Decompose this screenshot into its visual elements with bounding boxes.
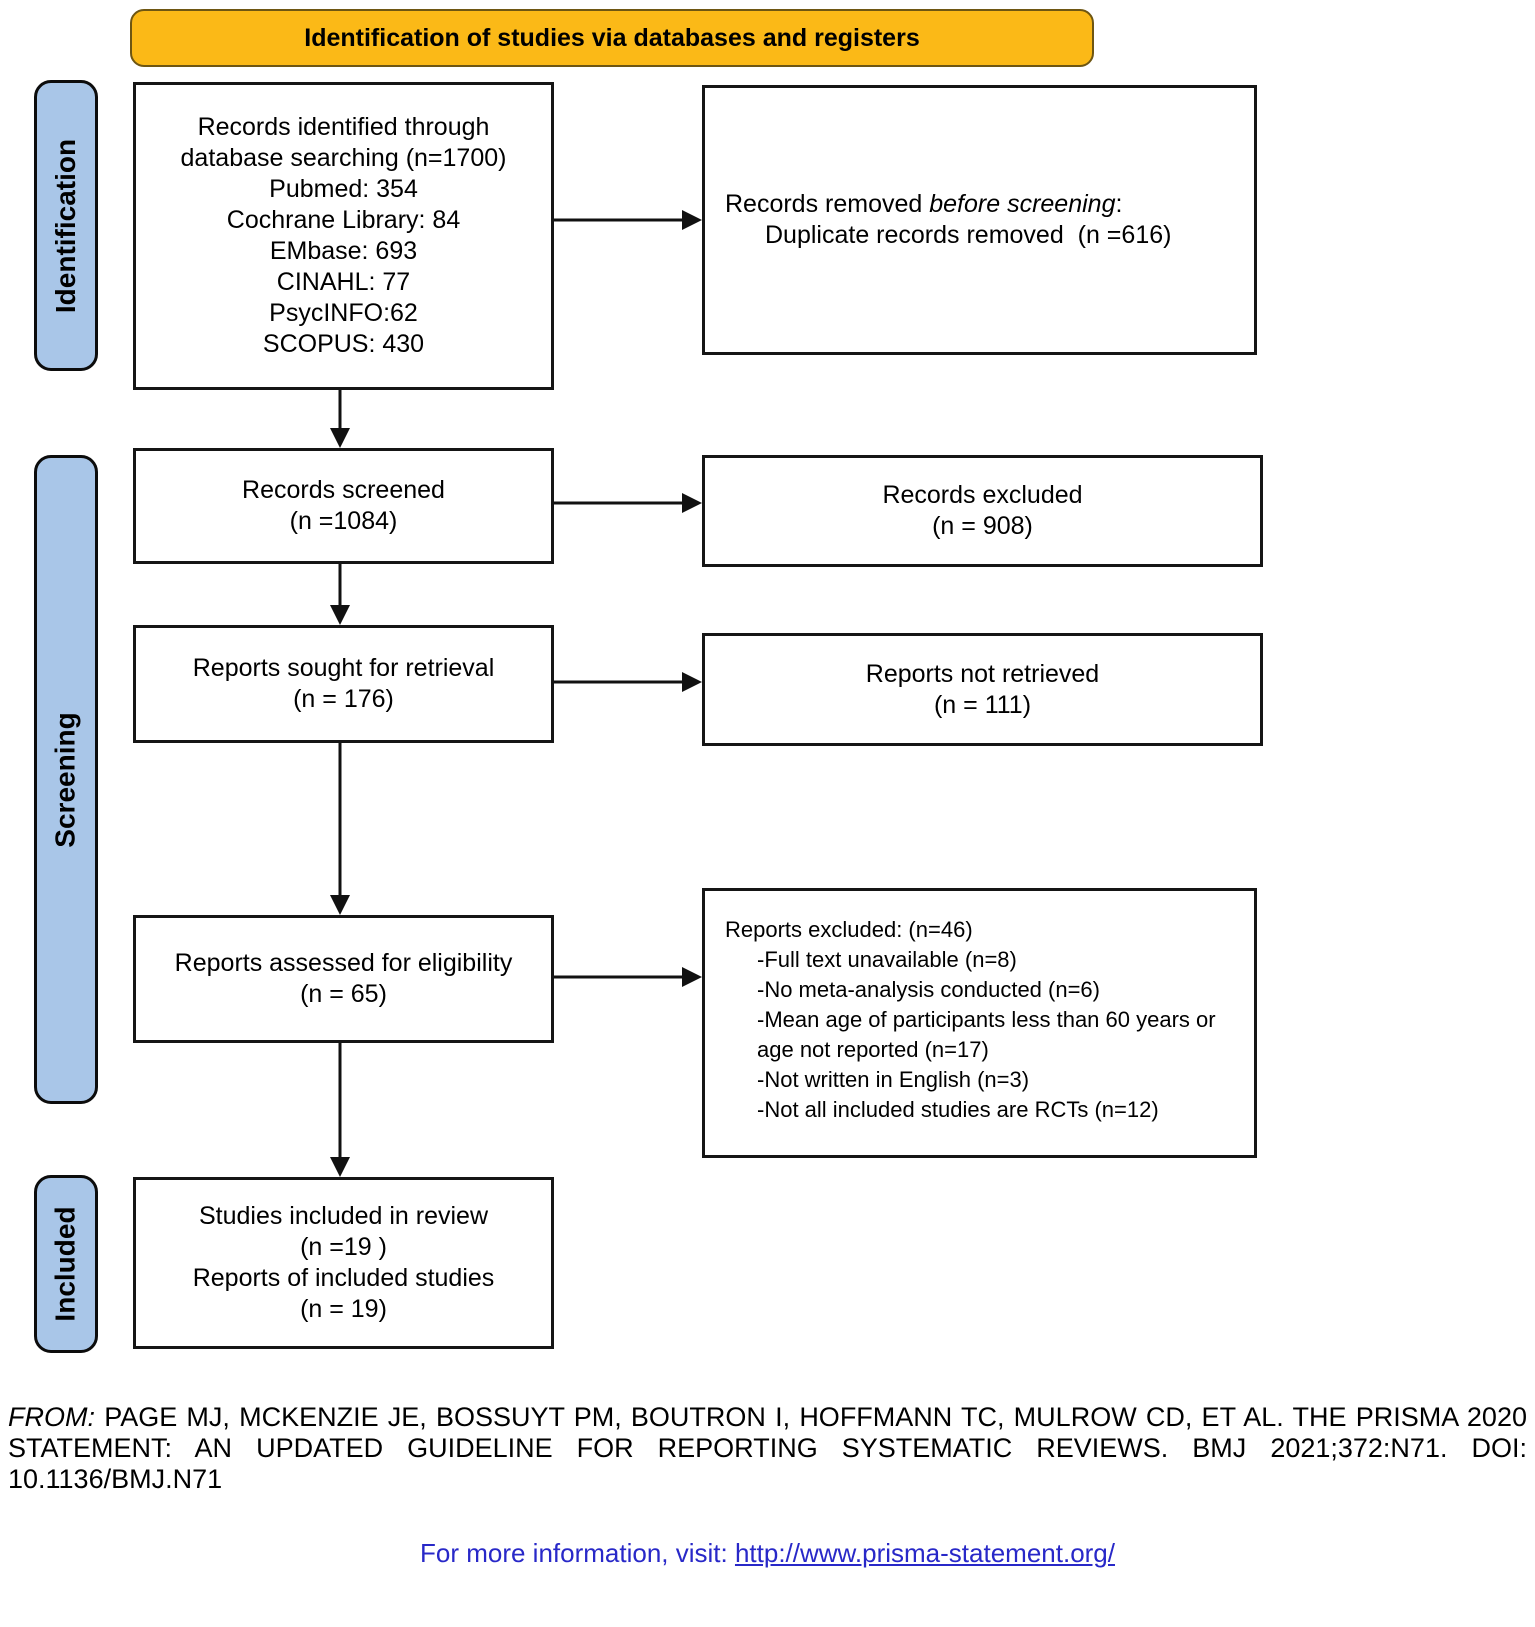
- arrow-sought-to-assessed: [330, 737, 350, 915]
- title-banner: Identification of studies via databases …: [130, 9, 1094, 67]
- stage-included-label: Included: [50, 1206, 81, 1322]
- arrow-identified-to-removed: [548, 210, 702, 230]
- arrow-identified-to-screened: [330, 384, 350, 448]
- reports-excluded-box: Reports excluded: (n=46) -Full text unav…: [702, 888, 1257, 1158]
- records-screened-text: Records screened (n =1084): [242, 476, 445, 535]
- records-identified-text: Records identified through database sear…: [180, 113, 507, 358]
- records-identified-box: Records identified through database sear…: [133, 82, 554, 390]
- stage-screening: Screening: [34, 455, 98, 1104]
- citation-from-label: FROM:: [8, 1402, 95, 1432]
- more-info-line: For more information, visit: http://www.…: [0, 1538, 1535, 1569]
- arrow-screened-to-excluded: [548, 493, 702, 513]
- records-excluded-box: Records excluded (n = 908): [702, 455, 1263, 567]
- reports-sought-text: Reports sought for retrieval (n = 176): [192, 654, 495, 713]
- reports-not-retrieved-box: Reports not retrieved (n = 111): [702, 633, 1263, 746]
- arrow-assessed-to-included: [330, 1037, 350, 1177]
- records-removed-suffix: :: [1115, 190, 1123, 218]
- studies-included-text: Studies included in review (n =19 ) Repo…: [192, 1202, 495, 1323]
- records-removed-line2: Duplicate records removed (n =616): [765, 221, 1172, 249]
- reports-assessed-box: Reports assessed for eligibility (n = 65…: [133, 915, 554, 1043]
- reports-excluded-reasons: -Full text unavailable (n=8) -No meta-an…: [757, 947, 1216, 1122]
- stage-included: Included: [34, 1175, 98, 1353]
- title-banner-label: Identification of studies via databases …: [304, 23, 920, 52]
- stage-identification-label: Identification: [50, 138, 82, 313]
- arrow-sought-to-not-retrieved: [548, 672, 702, 692]
- arrow-assessed-to-reports-excluded: [548, 967, 702, 987]
- more-info-text: For more information, visit:: [419, 1538, 735, 1568]
- records-screened-box: Records screened (n =1084): [133, 448, 554, 564]
- citation: FROM: PAGE MJ, MCKENZIE JE, BOSSUYT PM, …: [8, 1402, 1527, 1495]
- records-removed-prefix: Records removed: [725, 190, 930, 218]
- reports-assessed-text: Reports assessed for eligibility (n = 65…: [174, 949, 513, 1008]
- reports-excluded-header: Reports excluded: (n=46): [725, 917, 973, 942]
- studies-included-box: Studies included in review (n =19 ) Repo…: [133, 1177, 554, 1349]
- records-excluded-text: Records excluded (n = 908): [882, 481, 1083, 540]
- stage-identification: Identification: [34, 80, 98, 371]
- records-removed-italic: before screening: [929, 190, 1116, 218]
- records-removed-box: Records removed before screening: Duplic…: [702, 85, 1257, 355]
- reports-not-retrieved-text: Reports not retrieved (n = 111): [865, 659, 1100, 719]
- reports-sought-box: Reports sought for retrieval (n = 176): [133, 625, 554, 743]
- records-removed-line1: Records removed before screening:: [725, 189, 1240, 220]
- citation-text: PAGE MJ, MCKENZIE JE, BOSSUYT PM, BOUTRO…: [8, 1402, 1527, 1494]
- arrow-screened-to-sought: [330, 558, 350, 625]
- prisma-statement-link[interactable]: http://www.prisma-statement.org/: [734, 1538, 1115, 1568]
- stage-screening-label: Screening: [50, 711, 82, 848]
